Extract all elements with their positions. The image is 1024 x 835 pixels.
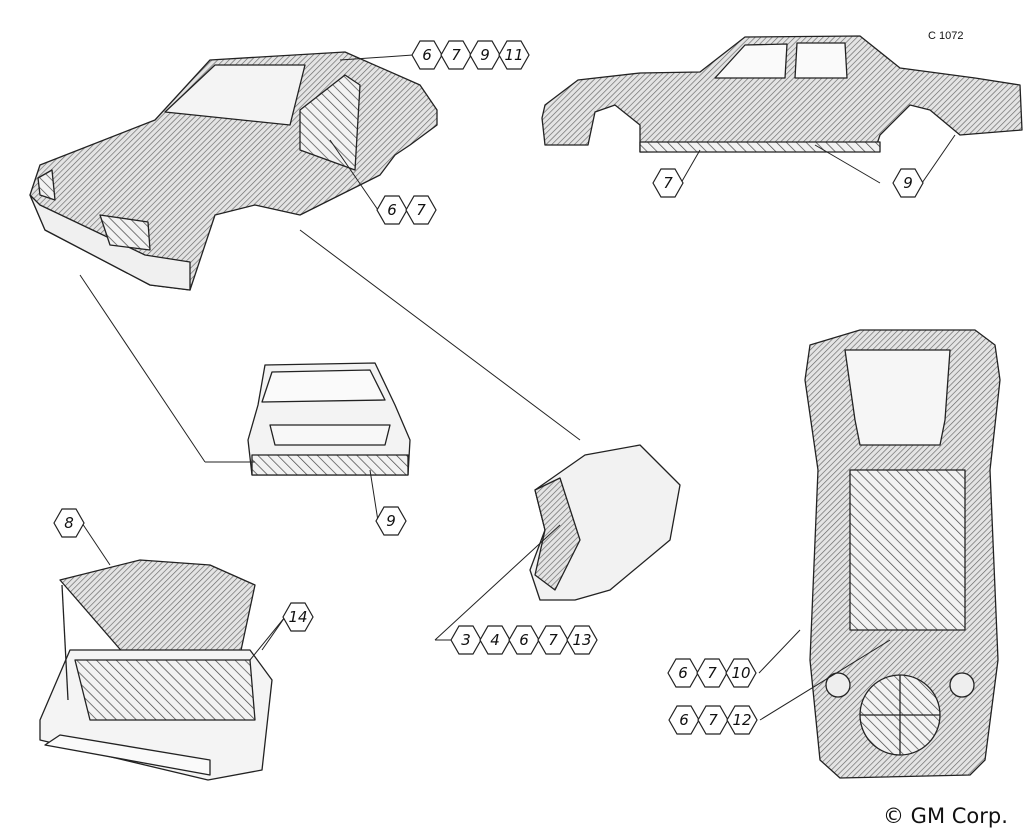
callout-number: 7 [707,664,717,682]
callout-number: 7 [708,711,718,729]
callout-number: 4 [490,631,500,649]
callout-number: 13 [572,631,591,649]
callout-floor-front: 6 7 10 [667,658,757,688]
callout-number: 6 [679,711,689,729]
sedan-rear-drawing [247,362,411,476]
callout-number: 7 [451,46,461,64]
callout-hexagon: 6 [508,625,540,655]
callout-hexagon: 9 [469,40,501,70]
callout-sill-section: 3 4 6 7 13 [450,625,598,655]
callout-hexagon: 9 [892,168,924,198]
callout-number: 6 [678,664,688,682]
callout-engine-bay: 14 [282,602,314,632]
callout-hexagon: 7 [697,705,729,735]
callout-number: 3 [461,631,471,649]
callout-hexagon: 6 [411,40,443,70]
callout-number: 7 [548,631,558,649]
callout-number: 6 [422,46,432,64]
sill-section-drawing [529,444,681,601]
callout-number: 12 [732,711,751,729]
callout-number: 9 [386,512,396,530]
callout-rear-bumper: 9 [375,506,407,536]
callout-hexagon: 7 [652,168,684,198]
callout-hexagon: 11 [498,40,530,70]
callout-hexagon: 7 [405,195,437,225]
callout-hexagon: 14 [282,602,314,632]
callout-hexagon: 8 [53,508,85,538]
underbody-drawing [804,329,1001,779]
sedan-side-drawing [541,35,1023,153]
callout-number: 6 [387,201,397,219]
callout-number: 14 [288,608,307,626]
callout-number: 7 [663,174,673,192]
callout-number: 11 [504,46,523,64]
callout-hexagon: 7 [696,658,728,688]
callout-hexagon: 10 [725,658,757,688]
callout-hexagon: 3 [450,625,482,655]
callout-number: 10 [731,664,750,682]
callout-hexagon: 6 [668,705,700,735]
callout-sedan-roof: 6 7 9 11 [411,40,530,70]
callout-number: 7 [416,201,426,219]
callout-hexagon: 6 [667,658,699,688]
leader-lines [79,54,956,721]
callout-side-panel: 7 [652,168,684,198]
sedan-perspective-drawing [29,51,438,291]
callout-hexagon: 13 [566,625,598,655]
callout-hood: 8 [53,508,85,538]
callout-hexagon: 7 [537,625,569,655]
callout-hexagon: 4 [479,625,511,655]
callout-hexagon: 7 [440,40,472,70]
callout-number: 8 [64,514,74,532]
figure-code: C 1072 [928,30,964,42]
callout-hexagon: 9 [375,506,407,536]
copyright-notice: © GM Corp. [883,804,1008,828]
engine-bay-drawing [39,559,273,781]
callout-floor-rear: 6 7 12 [668,705,758,735]
callout-number: 9 [903,174,913,192]
callout-number: 9 [480,46,490,64]
callout-hexagon: 6 [376,195,408,225]
callout-hexagon: 12 [726,705,758,735]
callout-side-sill: 9 [892,168,924,198]
callout-number: 6 [519,631,529,649]
